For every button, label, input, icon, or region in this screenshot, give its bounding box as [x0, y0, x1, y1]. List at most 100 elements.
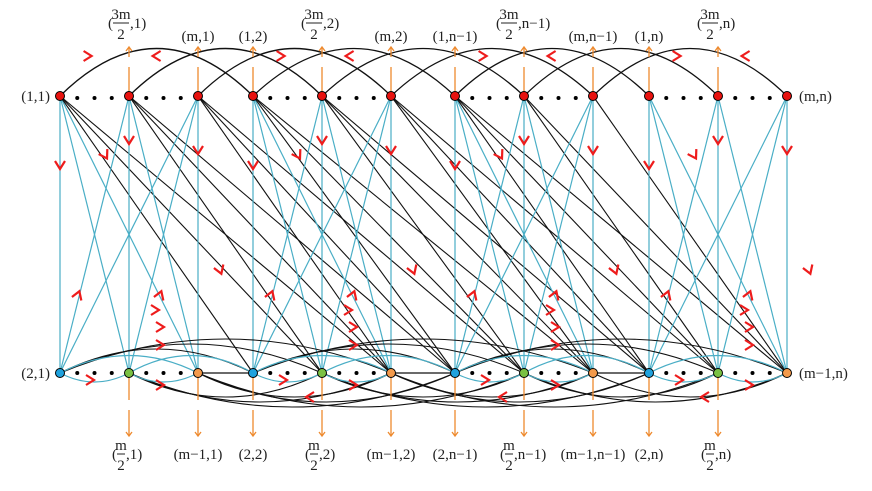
- cyan-bottom-arc: [454, 355, 594, 374]
- top-label: (3m2,n): [697, 7, 735, 43]
- direction-arrow-icon: [98, 148, 109, 161]
- direction-arrow-icon: [478, 50, 489, 62]
- bottom-arc-edge: [390, 372, 719, 408]
- ellipsis-dot: [767, 371, 772, 375]
- black-edge: [59, 95, 254, 374]
- direction-arrow-icon: [643, 160, 655, 172]
- paren: (: [108, 16, 113, 32]
- cyan-bottom-arc: [321, 372, 392, 383]
- top-arc-edge: [252, 47, 456, 97]
- direction-arrow-icon: [406, 264, 418, 276]
- bottom-label-text: (m−1,n−1): [561, 447, 626, 463]
- direction-arrow-icon: [493, 148, 504, 161]
- bottom-arc-edge: [523, 372, 719, 398]
- direction-arrow-icon: [264, 289, 276, 301]
- ellipsis-dot: [698, 371, 703, 375]
- fraction-denominator: 2: [310, 458, 318, 474]
- top-arc-edge: [592, 47, 788, 97]
- orange-up-arrow-icon: [194, 45, 202, 52]
- direction-arrow-icon: [291, 148, 302, 161]
- direction-arrow-icon: [742, 289, 754, 301]
- black-edge: [390, 95, 650, 374]
- bottom-label: (m−1,2): [367, 447, 416, 463]
- fraction-numerator: 3m: [700, 7, 720, 23]
- direction-arrow-icon: [587, 145, 599, 157]
- ellipsis-dot: [354, 371, 359, 375]
- bottom-vertex: [782, 368, 792, 378]
- direction-arrow-icon: [71, 289, 83, 301]
- top-arc-edge: [523, 47, 719, 97]
- cyan-edge: [252, 95, 323, 374]
- direction-arrow-icon: [550, 339, 562, 351]
- black-edge: [128, 95, 456, 374]
- top-vertex: [386, 91, 396, 101]
- ellipsis-dot: [302, 371, 307, 375]
- cyan-bottom-arc: [717, 372, 788, 383]
- direction-arrow-icon: [496, 391, 508, 403]
- ellipsis-dot: [470, 96, 475, 100]
- top-arc-edge: [390, 47, 594, 97]
- top-arc-edge: [454, 47, 650, 97]
- ellipsis-dot: [504, 96, 509, 100]
- top-label: (3m2,2): [301, 7, 339, 43]
- direction-arrow-icon: [466, 289, 478, 301]
- direction-arrow-icon: [449, 160, 461, 172]
- ellipsis-dot: [144, 96, 149, 100]
- cyan-bottom-arc: [321, 355, 456, 374]
- cyan-bottom-arc: [59, 355, 199, 374]
- fraction-numerator: m: [704, 438, 716, 454]
- fraction-numerator: m: [503, 438, 515, 454]
- top-vertex: [450, 91, 460, 101]
- direction-arrow-icon: [608, 264, 620, 276]
- orange-up-arrow-icon: [520, 45, 528, 52]
- direction-arrow-icon: [343, 50, 355, 62]
- bottom-vertex: [317, 368, 327, 378]
- direction-arrow-icon: [348, 339, 360, 351]
- black-edge: [197, 95, 525, 374]
- direction-arrow-icon: [739, 50, 751, 62]
- top-label-text: (m,1): [182, 29, 215, 45]
- orange-up-arrow-icon: [451, 45, 459, 52]
- direction-arrow-icon: [316, 135, 328, 147]
- direction-arrow-icon: [348, 379, 360, 391]
- direction-arrow-icon: [276, 50, 287, 62]
- ellipsis-dot: [573, 96, 578, 100]
- top-arc-edge: [59, 47, 254, 97]
- direction-arrow-icon: [550, 321, 562, 333]
- direction-arrow-icon: [548, 289, 560, 301]
- cyan-edge: [454, 95, 594, 374]
- top-label: (m,2): [375, 29, 408, 45]
- direction-arrow-icon: [744, 379, 756, 391]
- orange-up-arrow-icon: [125, 45, 133, 52]
- bottom-vertex: [55, 368, 65, 378]
- top-vertex: [644, 91, 654, 101]
- ellipsis-dot: [487, 371, 492, 375]
- fraction-denominator: 2: [706, 27, 714, 43]
- top-label: (1,2): [239, 29, 268, 45]
- ellipsis-dot: [371, 371, 376, 375]
- ellipsis-dot: [573, 371, 578, 375]
- fraction-denominator: 2: [505, 27, 513, 43]
- ellipsis-dot: [92, 371, 97, 375]
- ellipsis-dot: [681, 96, 686, 100]
- paren: (: [496, 16, 501, 32]
- fraction-numerator: m: [115, 438, 127, 454]
- fraction-rest: ,n−1): [518, 16, 550, 32]
- cyan-edge: [717, 95, 788, 374]
- ellipsis-dot: [178, 371, 183, 375]
- cyan-edge: [454, 95, 525, 374]
- paren: (: [112, 447, 117, 463]
- top-label-text: (1,1): [21, 89, 50, 105]
- bottom-vertex: [124, 368, 134, 378]
- bottom-label-text: (2,n): [635, 447, 664, 463]
- top-label: (3m2,n−1): [496, 7, 550, 43]
- bottom-label-text: (2,n−1): [433, 447, 478, 463]
- direction-arrow-icon: [781, 145, 793, 157]
- orange-down-arrow-icon: [451, 431, 459, 438]
- cyan-bottom-arc: [454, 372, 525, 383]
- top-vertex: [713, 91, 723, 101]
- black-edge: [321, 95, 650, 374]
- direction-arrow-icon: [348, 321, 360, 333]
- fraction-denominator: 2: [310, 27, 318, 43]
